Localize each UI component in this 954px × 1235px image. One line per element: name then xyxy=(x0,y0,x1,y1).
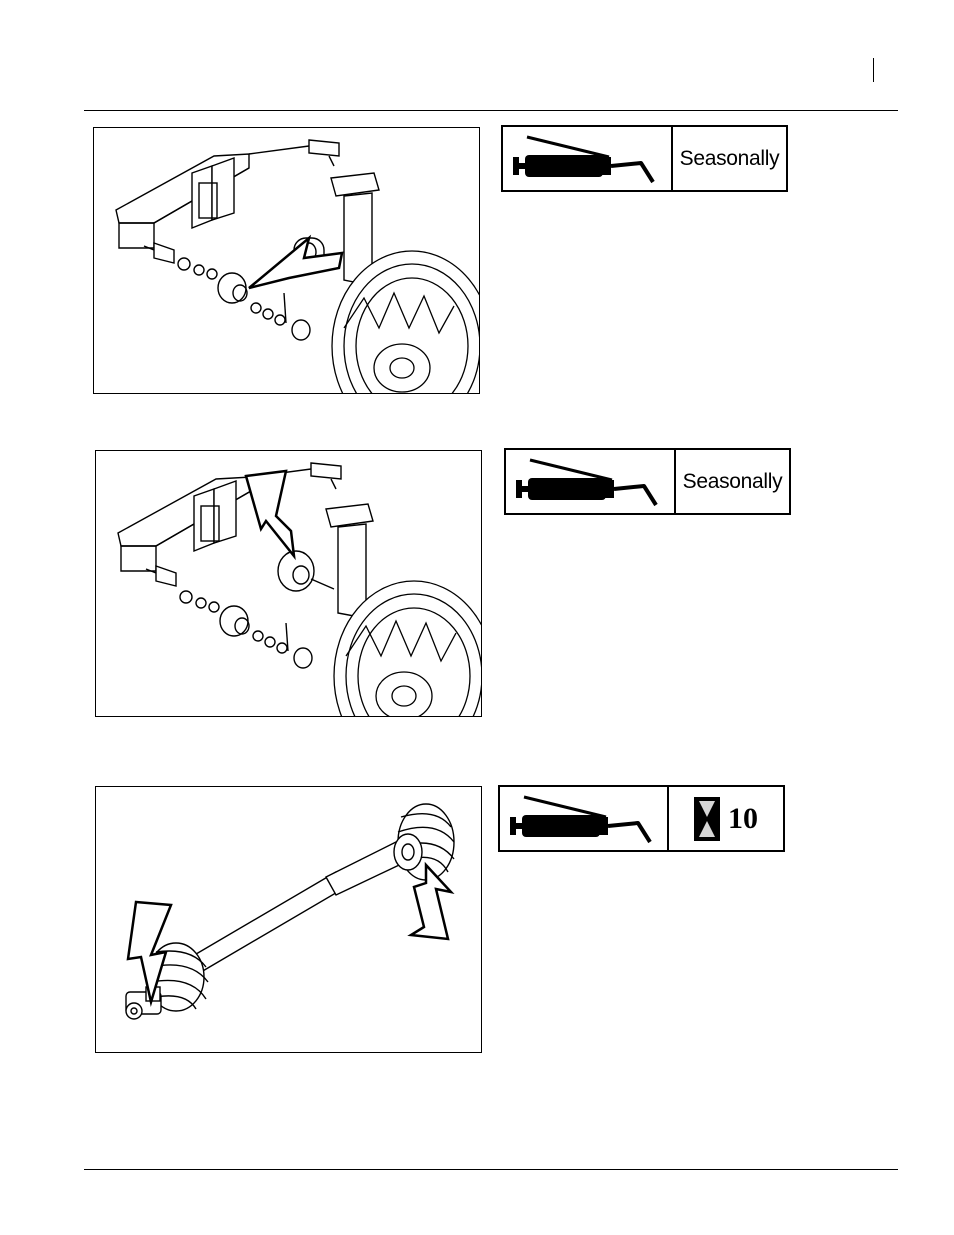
hub-lubrication-figure-2 xyxy=(95,450,482,717)
footer-rule xyxy=(84,1169,898,1170)
hub-exploded-illustration xyxy=(94,128,480,394)
hub-exploded-illustration xyxy=(96,451,482,717)
interval-cell: Seasonally xyxy=(676,450,789,513)
interval-cell: 10 xyxy=(669,787,783,850)
interval-label: Seasonally xyxy=(680,147,780,171)
hub-lubrication-figure-1 xyxy=(93,127,480,394)
page-margin-mark xyxy=(873,58,874,82)
lubrication-interval-decal-2: Seasonally xyxy=(504,448,791,515)
interval-label: Seasonally xyxy=(683,470,783,494)
lubrication-interval-decal-3: 10 xyxy=(498,785,785,852)
lubrication-interval-decal-1: Seasonally xyxy=(501,125,788,192)
interval-cell: Seasonally xyxy=(673,127,786,190)
interval-hours: 10 xyxy=(728,802,758,836)
hourglass-icon xyxy=(694,797,720,841)
grease-gun-icon xyxy=(506,450,676,513)
driveline-lubrication-figure xyxy=(95,786,482,1053)
grease-gun-icon xyxy=(503,127,673,190)
header-rule xyxy=(84,110,898,111)
grease-gun-icon xyxy=(500,787,669,850)
driveline-illustration xyxy=(96,787,482,1053)
